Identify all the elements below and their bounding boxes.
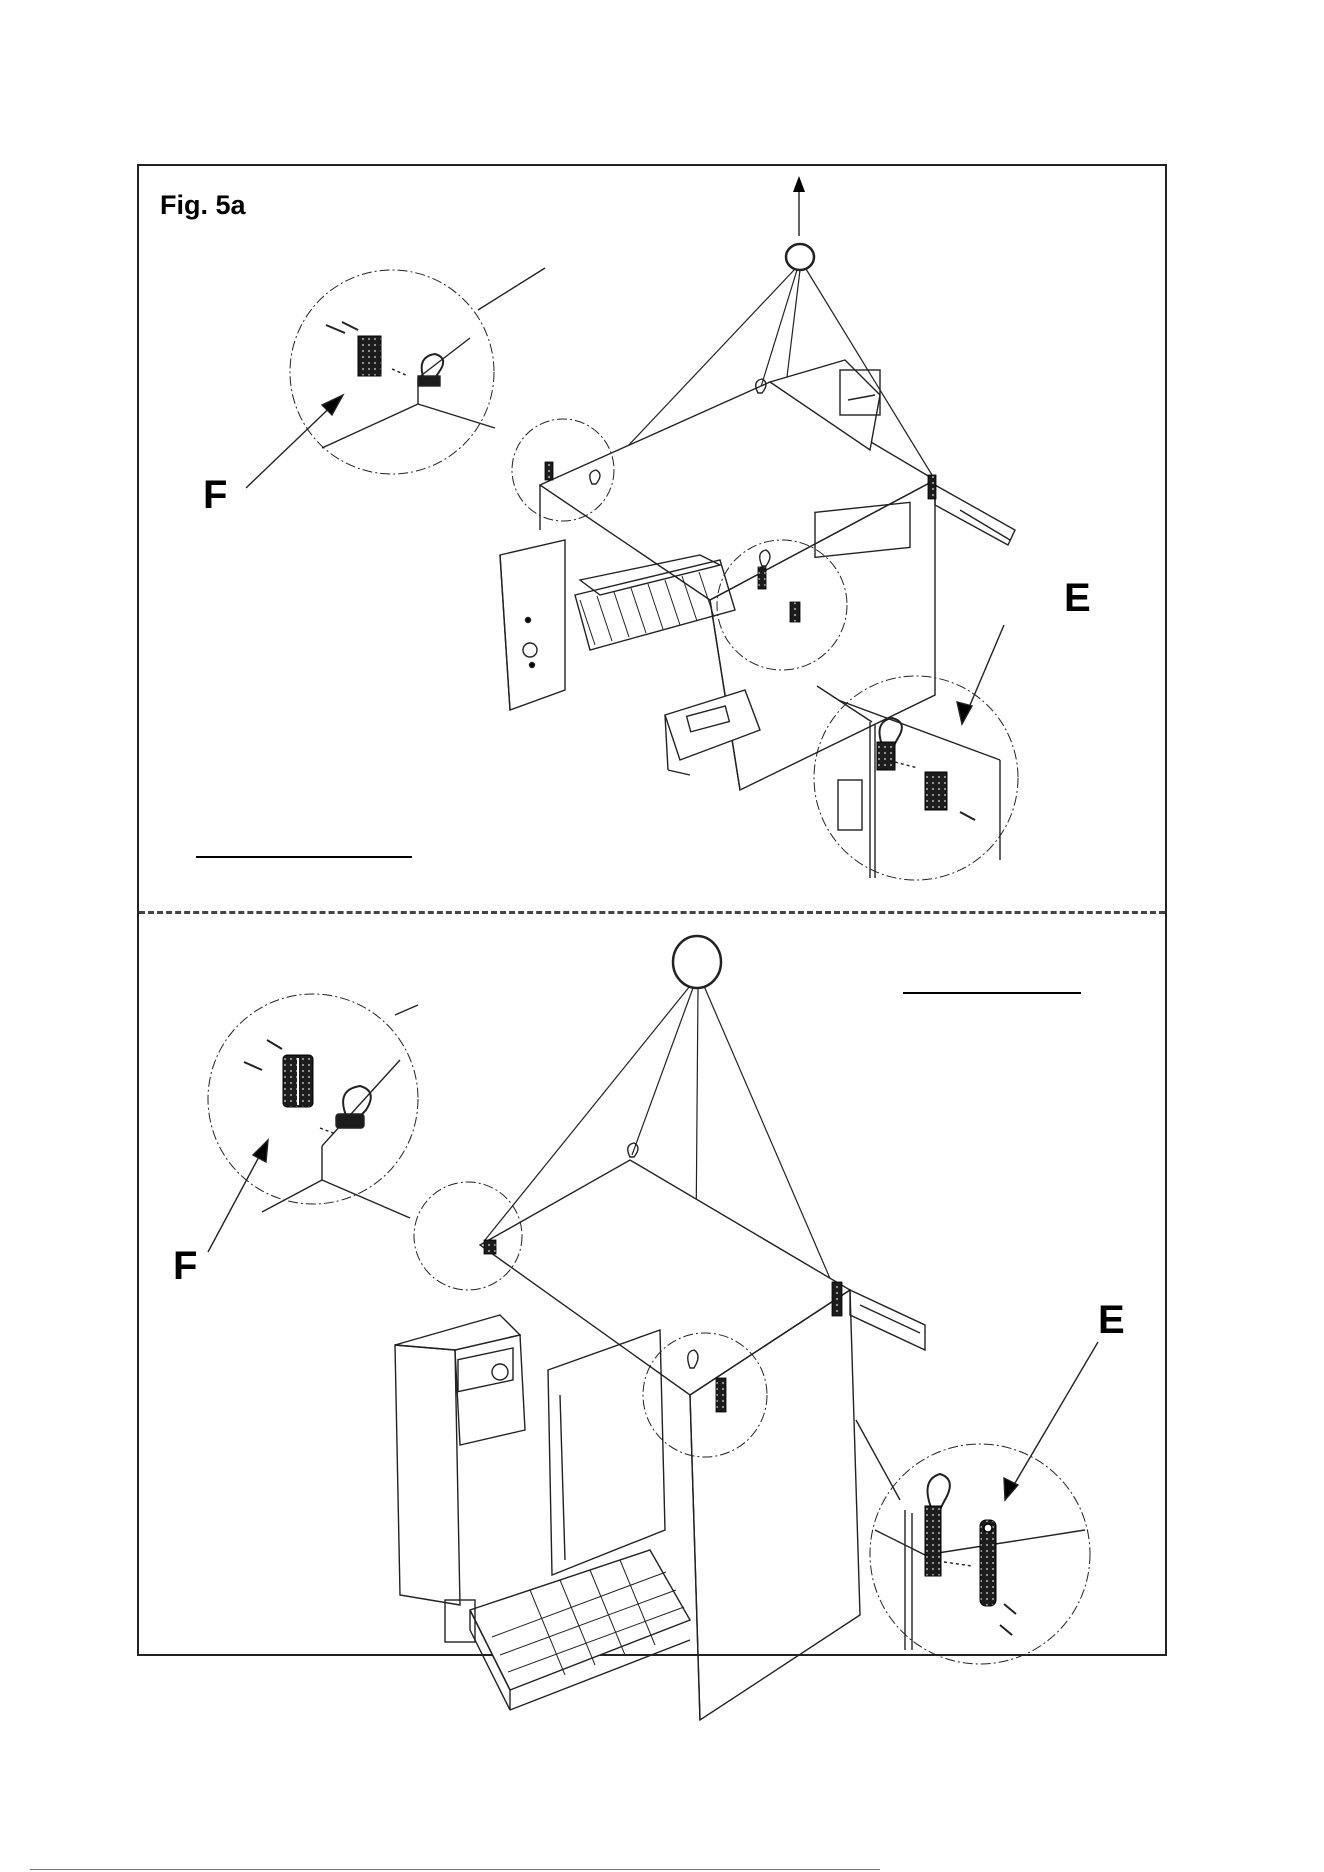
- magnifier-circle-icon: [290, 270, 494, 474]
- bracket-plate-icon: [716, 1378, 726, 1412]
- bottom-oven-body: [395, 1160, 925, 1720]
- lifting-eye-icon: [628, 1143, 638, 1157]
- screw-icon: [244, 1062, 262, 1070]
- footer-rule: [30, 1869, 880, 1870]
- bracket-plate-icon: [832, 1282, 842, 1316]
- screw-icon: [326, 325, 345, 333]
- screw-icon: [1004, 1604, 1016, 1614]
- screw-icon: [960, 812, 975, 820]
- bracket-plate-icon: [484, 1240, 496, 1254]
- bottom-assembly: [208, 936, 1098, 1720]
- bracket-plate-icon: [758, 567, 766, 589]
- top-assembly: [246, 176, 1018, 880]
- screw-icon: [1000, 1625, 1012, 1635]
- lift-arrow-icon: [793, 176, 805, 236]
- bracket-plate-icon: [980, 1520, 996, 1606]
- bracket-plate-icon: [545, 462, 553, 480]
- bracket-plate-icon: [928, 475, 936, 499]
- screw-icon: [342, 322, 358, 330]
- screw-icon: [267, 1040, 282, 1049]
- top-oven-body: [500, 360, 1015, 790]
- detail-circle-top-f: [246, 268, 545, 488]
- detail-circle-top-e: [814, 625, 1018, 880]
- detail-circle-bottom-e: [856, 1342, 1098, 1664]
- magnifier-circle-icon: [814, 676, 1018, 880]
- bracket-plate-icon: [925, 1506, 941, 1576]
- bracket-plate-icon: [790, 602, 800, 622]
- lift-ring-icon: [786, 244, 814, 270]
- lifting-eye-icon: [928, 1474, 950, 1510]
- bracket-plate-icon: [877, 742, 895, 770]
- lift-ring-icon: [673, 936, 721, 988]
- bracket-plate-icon: [358, 336, 381, 376]
- bracket-plate-icon: [925, 772, 947, 810]
- detail-circle-bottom-f: [208, 994, 418, 1252]
